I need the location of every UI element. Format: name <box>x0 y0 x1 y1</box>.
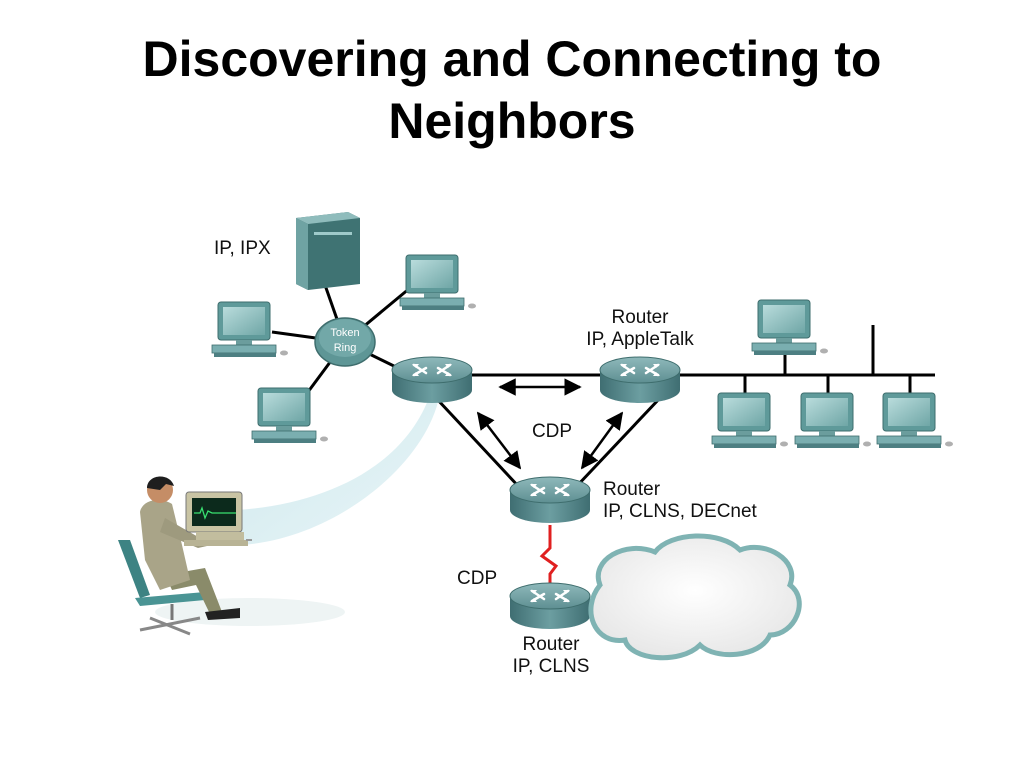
workstation-icon <box>876 392 954 449</box>
workstation-icon <box>251 387 329 444</box>
ethernet-backbone <box>470 325 935 395</box>
monitoring-beam <box>236 400 438 545</box>
router-icon <box>598 355 682 405</box>
serial-link <box>539 525 559 590</box>
router-icon <box>508 581 592 631</box>
router-bottom-label-2: IP, CLNS <box>513 656 590 677</box>
token-ring-icon: Token Ring <box>314 317 376 367</box>
person-at-terminal-icon <box>118 476 345 636</box>
workstation-icon <box>751 299 829 356</box>
workstation-icon <box>794 392 872 449</box>
router-right-label-2: IP, AppleTalk <box>586 329 694 350</box>
slide-title: Discovering and Connecting to Neighbors <box>0 28 1024 152</box>
server-protocol-label: IP, IPX <box>214 238 271 259</box>
router-middle-label-2: IP, CLNS, DECnet <box>603 501 758 522</box>
cdp-label-bottom: CDP <box>457 568 497 589</box>
token-ring-label-2: Ring <box>334 342 357 354</box>
router-right-label-1: Router <box>611 307 669 328</box>
token-ring-label-1: Token <box>330 327 359 339</box>
title-line-2: Neighbors <box>388 93 636 149</box>
router-links <box>434 396 662 490</box>
workstation-icon <box>211 301 289 358</box>
title-line-1: Discovering and Connecting to <box>142 31 882 87</box>
router-icon <box>390 355 474 405</box>
workstation-icon <box>399 254 477 311</box>
workstation-icon <box>711 392 789 449</box>
cdp-arrows <box>476 378 624 470</box>
router-bottom-label-1: Router <box>522 634 580 655</box>
server-icon <box>296 212 360 290</box>
router-middle-label-1: Router <box>603 479 661 500</box>
cloud-icon <box>588 533 802 661</box>
router-icon <box>508 475 592 525</box>
cdp-label-top: CDP <box>532 421 572 442</box>
